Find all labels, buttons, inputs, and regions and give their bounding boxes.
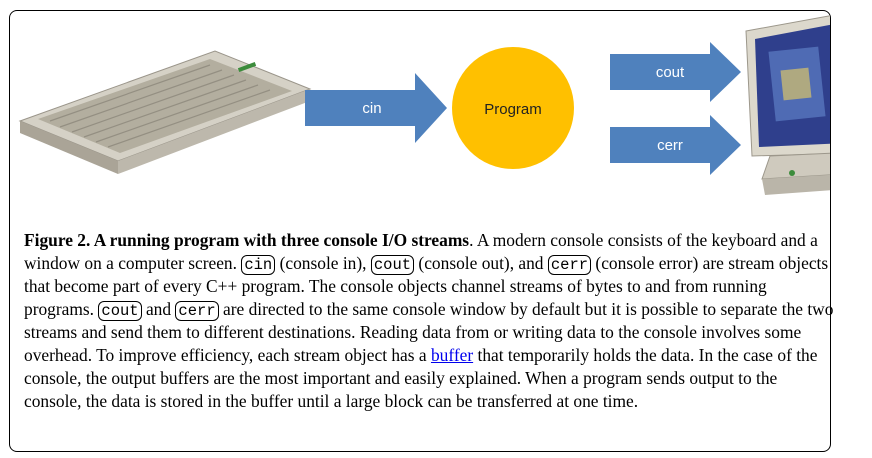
figure-title: Figure 2. A running program with three c… [24, 230, 470, 250]
caption-text-4: (console error) are stream objects that … [24, 253, 829, 319]
keyboard-icon [18, 50, 312, 174]
caption-text-6: are directed to the same console window … [24, 299, 834, 365]
program-label: Program [484, 101, 542, 118]
cout-label: cout [656, 64, 685, 81]
caption-text-1: . A modern console consists of the keybo… [24, 230, 818, 273]
cerr-arrow [610, 115, 741, 175]
code-cin: cin [241, 255, 276, 275]
cin-arrow [305, 73, 447, 143]
code-cerr-2: cerr [175, 301, 219, 321]
caption-text-5: and [141, 299, 176, 319]
caption-text-7: that temporarily holds the data. In the … [24, 345, 818, 411]
caption-text-2: (console in), [275, 253, 371, 273]
buffer-link[interactable]: buffer [430, 345, 474, 365]
cout-arrow [610, 42, 741, 102]
monitor-icon [745, 15, 830, 195]
code-cerr: cerr [547, 255, 592, 275]
console-io-diagram: cin Program cout cerr [18, 15, 830, 195]
code-cout: cout [370, 255, 415, 275]
figure-frame: cin Program cout cerr Figure 2. A runnin… [9, 10, 834, 452]
cin-label: cin [362, 100, 381, 117]
program-circle [452, 47, 574, 169]
cerr-label: cerr [657, 137, 683, 154]
caption-text-3: (console out), and [414, 253, 548, 273]
code-cout-2: cout [98, 301, 142, 321]
figure-caption: Figure 2. A running program with three c… [24, 229, 834, 413]
